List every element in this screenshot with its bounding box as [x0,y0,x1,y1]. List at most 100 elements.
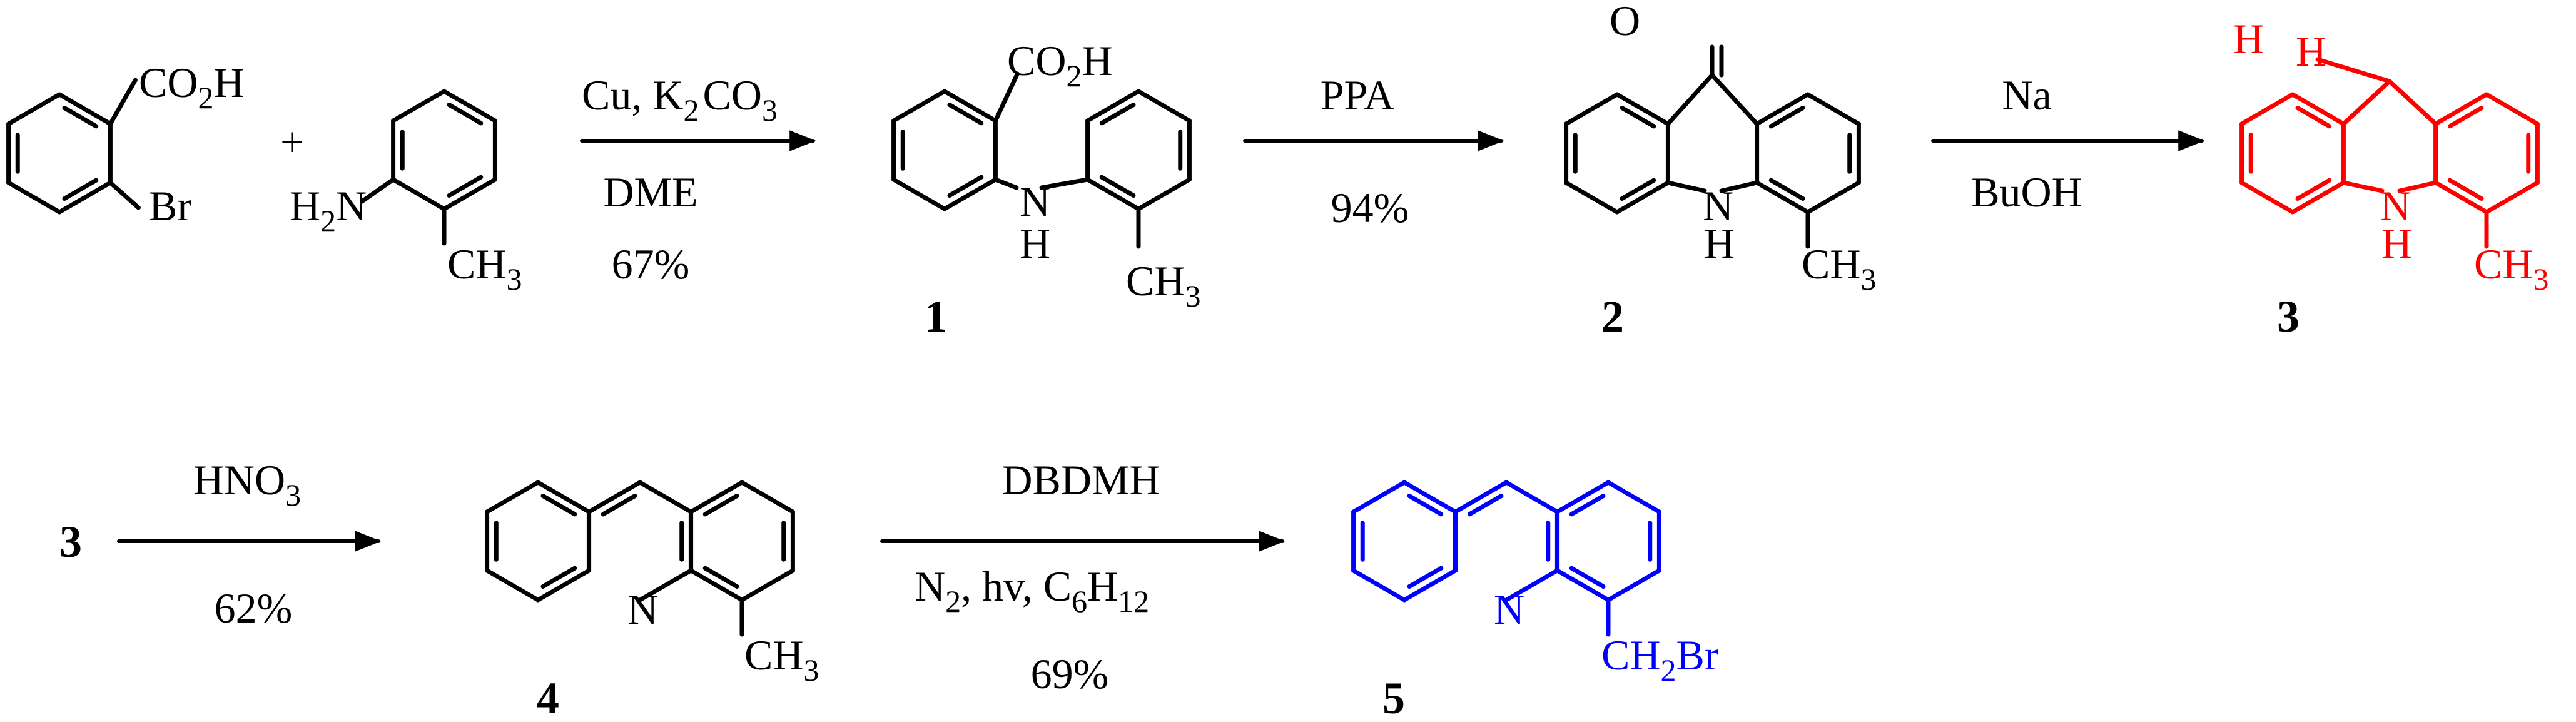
compound-5-number: 5 [1382,673,1405,722]
reactant-2-bromobenzoic-acid: CO2H Br [139,59,245,230]
ring-bond [1136,89,1192,123]
n-bond-left [1665,180,1707,193]
double-bond-line [1569,566,1606,589]
ring-bond [1615,180,1670,215]
nh-n-label: N [1020,178,1050,225]
compound-3: H H N H CH3 [2233,15,2548,297]
compound-2: O N H CH3 2 [1601,0,1876,342]
step4-reagent: HNO3 [193,456,301,512]
ch2-h-right-label: H [2296,28,2326,75]
ring-bond [1564,180,1620,215]
ch2-h-left-label: H [2233,15,2264,63]
reaction-arrows [117,130,2205,552]
ring-bond [1504,568,1559,603]
double-bond-line [2447,106,2484,129]
ring-bond [1351,568,1407,603]
step5-reagent: DBDMH [1001,456,1160,504]
ring-bond [1085,89,1141,123]
ring-bond [2433,180,2489,215]
double-bond-line [1768,178,1805,201]
ring-bond [1136,177,1192,211]
double-bond-line [1407,566,1444,589]
ring-bond [2239,180,2295,215]
ring-bond [1402,480,1458,514]
co2h-bond [993,71,1020,123]
double-bond-line [2447,178,2484,201]
nh2-bond [360,177,396,204]
n-bond-right [1719,180,1760,193]
double-bond-line [702,494,739,517]
ring-bond [2239,92,2295,126]
ring-bond [6,180,62,215]
ring-bond [1805,180,1861,215]
step5-conditions: DBDMH N2, hv, C6H12 69% [915,456,1160,698]
h2n-label: H2N [290,182,367,238]
ring-bond [485,568,540,603]
compound-1: CO2H N H CH3 1 [925,37,1200,342]
double-bond-line [62,178,99,201]
bonds-compound-4 [485,480,795,637]
ring-bond [1504,480,1559,514]
ring-bond [2290,92,2346,126]
step3-reagent: Na [2002,71,2051,119]
ring-bond [2484,180,2540,215]
double-bond-line [1569,494,1606,517]
plus-sign: + [280,118,304,166]
double-bond-line [1407,494,1444,517]
ring-bond [1453,480,1509,514]
double-bond-line [540,494,577,517]
step5-conditions-line: N2, hv, C6H12 [915,562,1149,619]
ring-bond [637,568,693,603]
compound-3-number: 3 [2277,292,2300,342]
ring-bond [689,480,744,514]
nh-h-label: H [1020,220,1050,267]
step1-solvent: DME [603,168,697,216]
ring-bond [485,480,540,514]
step5-yield: 69% [1031,650,1109,698]
co2h-label: CO2H [1007,37,1113,93]
c9-bond-left [1665,73,1715,126]
ch3-label: CH3 [1126,257,1200,313]
step4-yield: 62% [215,584,293,632]
ring-bond [1606,568,1661,603]
ch2br-label: CH2Br [1601,631,1719,688]
ring-bond [391,177,447,211]
n-bond-right [2397,180,2438,193]
double-bond-line [1620,106,1656,129]
reactant-o-toluidine: H2N CH3 [290,182,522,297]
step1-reagents: Cu, K2CO3 [582,71,778,128]
compound-5: N CH2Br [1494,586,1719,688]
nh-bond-left [993,177,1019,190]
ring-bond [1402,568,1458,603]
ring-bond [689,568,744,603]
n-bond-left [2341,180,2385,193]
ch3-label: CH3 [2474,240,2548,297]
ring-bond [1755,92,1810,126]
step2-reagent: PPA [1321,71,1395,119]
ring-bond [442,177,497,211]
step3-conditions: Na BuOH [1971,71,2082,216]
double-bond-line [1099,175,1136,198]
ring-bond [942,89,998,123]
double-bond-line [1768,106,1805,129]
ring-bond [1085,177,1141,211]
co2h-bond [108,78,138,126]
ring-bond [535,568,591,603]
step1-yield: 67% [612,240,690,288]
compound-number: 1 [925,292,947,342]
br-bond [108,180,141,210]
double-bond-line [947,175,984,198]
double-bond-line [1099,103,1136,126]
double-bond-line [601,494,637,517]
ring-bond [2290,180,2346,215]
ring-n-label: N [627,586,658,633]
step2-conditions: PPA 94% [1321,71,1409,231]
ring-bond [739,480,795,514]
bonds-bromobenzoic-acid [6,78,141,215]
ring-bond [1606,480,1661,514]
ring-bond [1755,180,1810,215]
double-bond-line [702,566,739,589]
br-label: Br [149,182,191,230]
ring-bond [442,89,497,123]
